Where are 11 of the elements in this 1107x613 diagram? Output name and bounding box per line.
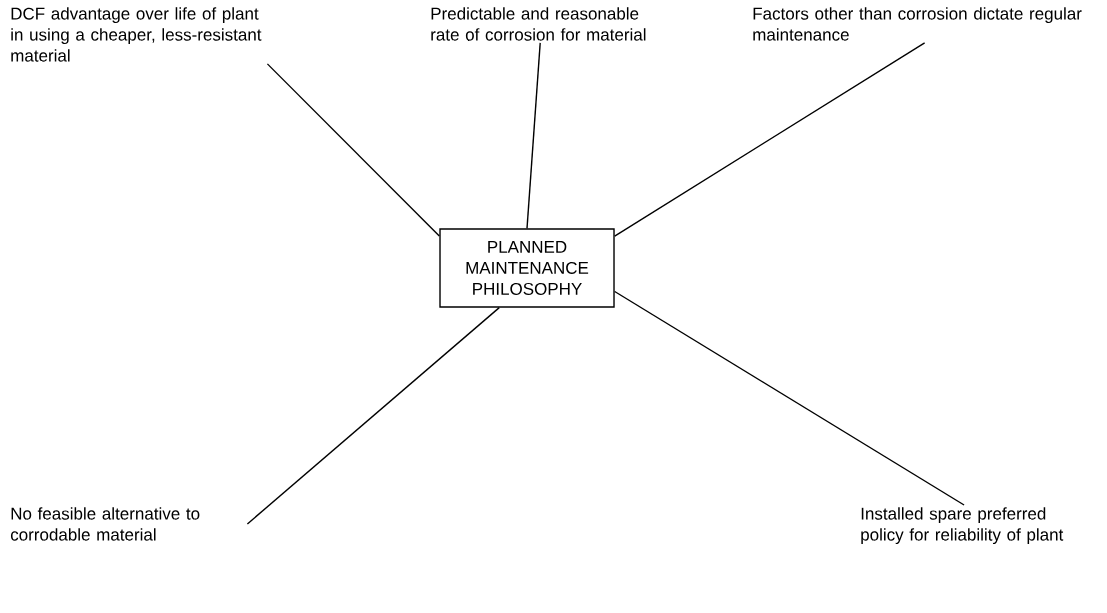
connector-line xyxy=(614,290,965,506)
note-text: Factors other than corrosion dictate regular maintenance xyxy=(753,7,1082,41)
note-text: Predictable and reasonable rate of corrosion for material xyxy=(431,7,646,41)
note-text: Installed spare preferred policy for reliability of plant xyxy=(861,507,1064,545)
connector-line xyxy=(246,306,500,525)
connector-line xyxy=(526,42,541,230)
connector-line xyxy=(266,63,440,237)
note-text: No feasible alternative to corrodable material xyxy=(10,507,200,541)
note-text: DCF advantage over life of plant in using a cheaper, less-resistant material xyxy=(11,7,262,62)
connector-line xyxy=(614,42,926,237)
process-box: PLANNED MAINTENANCE PHILOSOPHY xyxy=(439,228,615,308)
